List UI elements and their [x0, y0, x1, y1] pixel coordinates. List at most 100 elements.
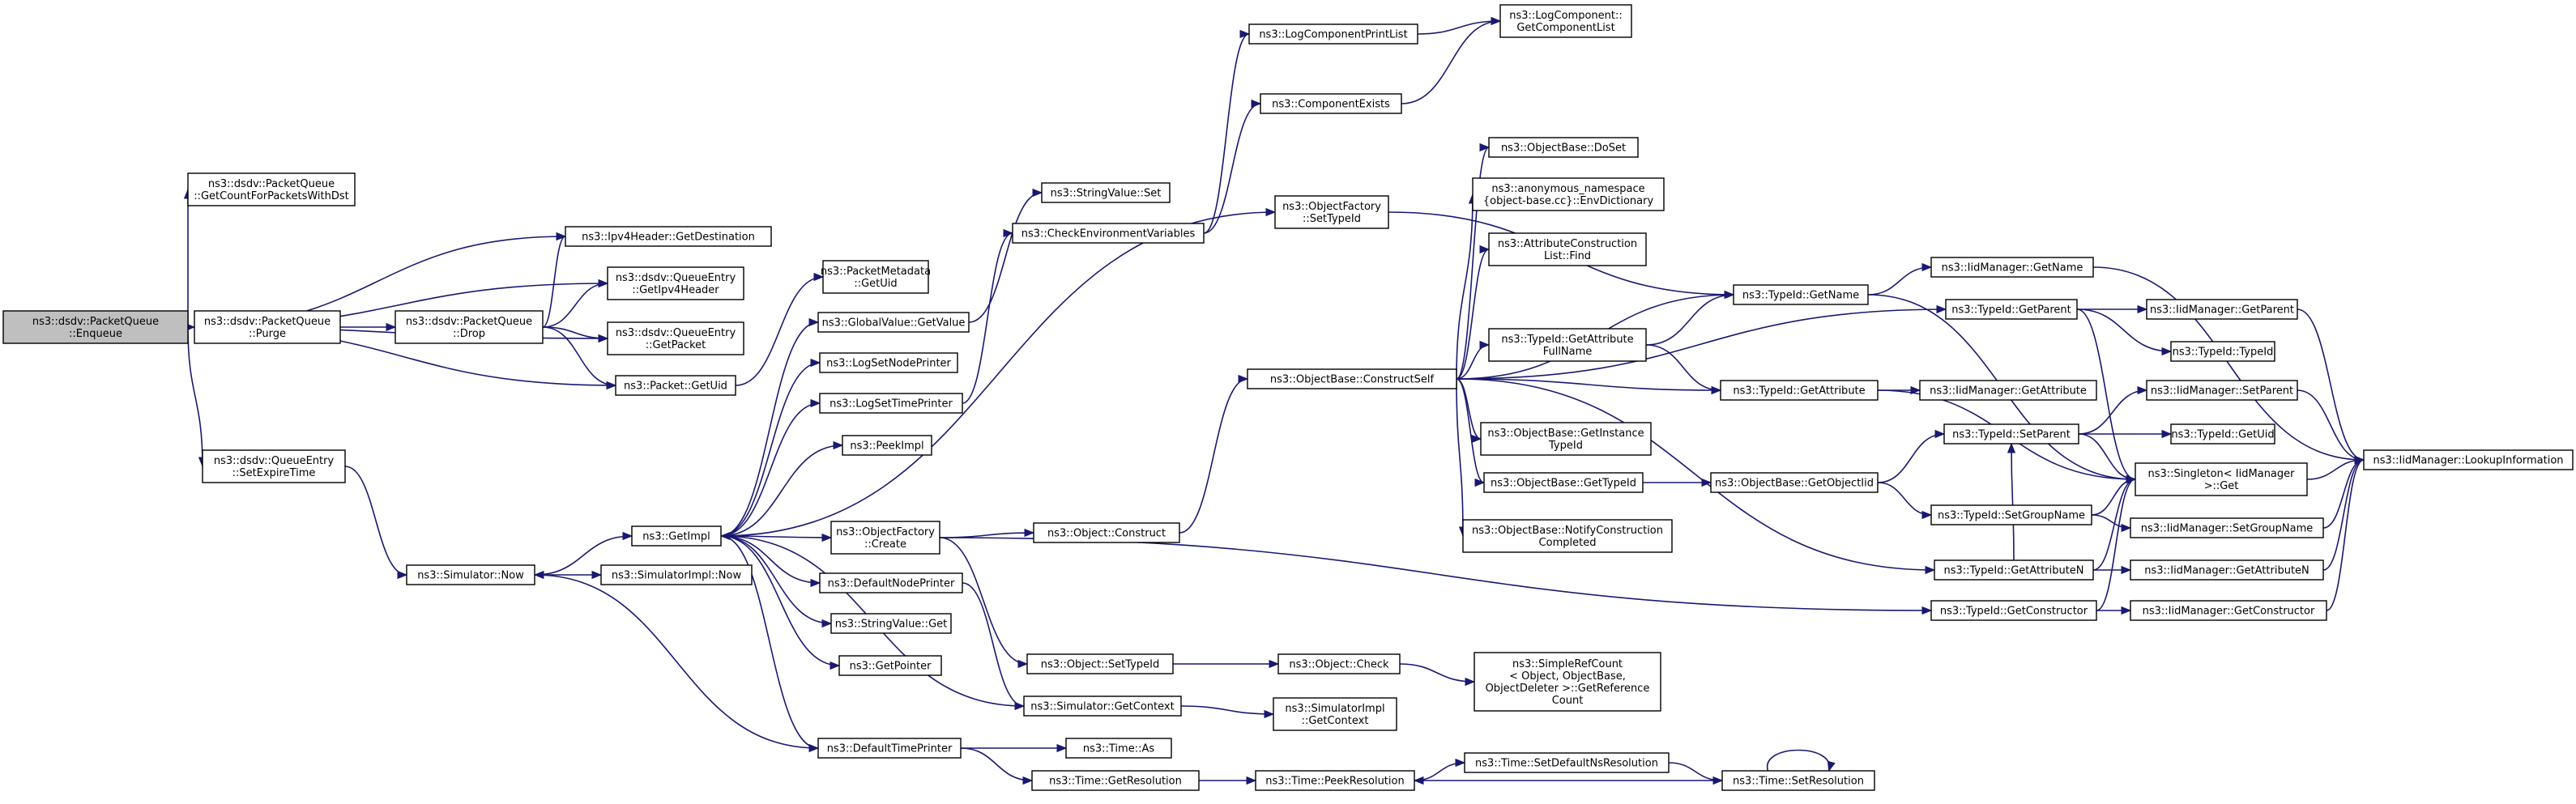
- node-logtime[interactable]: ns3::LogSetTimePrinter: [819, 393, 963, 414]
- node-simnow[interactable]: ns3::Simulator::Now: [406, 564, 535, 585]
- node-box: [1733, 284, 1869, 305]
- node-iidsetgroup[interactable]: ns3::IidManager::SetGroupName: [2130, 517, 2324, 538]
- node-objcheck[interactable]: ns3::Object::Check: [1277, 653, 1401, 674]
- node-label-line: ns3::IidManager::GetParent: [2150, 304, 2294, 317]
- edge-line: [1399, 663, 1476, 687]
- node-getuid_pkt[interactable]: ns3::Packet::GetUid: [615, 375, 736, 396]
- node-notifyconst[interactable]: ns3::ObjectBase::NotifyConstructionCompl…: [1462, 519, 1673, 553]
- node-ofsettid[interactable]: ns3::ObjectFactory::SetTypeId: [1274, 195, 1389, 229]
- node-svget[interactable]: ns3::StringValue::Get: [830, 613, 952, 634]
- node-getipv4[interactable]: ns3::dsdv::QueueEntry::GetIpv4Header: [607, 266, 744, 300]
- node-label-line: ns3::dsdv::QueueEntry: [616, 272, 736, 284]
- edge-line: [720, 358, 821, 537]
- node-ipv4dest[interactable]: ns3::Ipv4Header::GetDestination: [565, 226, 772, 247]
- node-simimplctx[interactable]: ns3::SimulatorImpl::GetContext: [1273, 697, 1397, 731]
- node-setdefns[interactable]: ns3::Time::SetDefaultNsResolution: [1464, 752, 1670, 773]
- node-tidgetname[interactable]: ns3::TypeId::GetName: [1733, 284, 1869, 305]
- node-timepeekres[interactable]: ns3::Time::PeekResolution: [1255, 770, 1415, 791]
- node-getpointer[interactable]: ns3::GetPointer: [838, 655, 942, 676]
- node-singleton[interactable]: ns3::Singleton< IidManager >::Get: [2135, 462, 2308, 496]
- node-tidgetattr[interactable]: ns3::TypeId::GetAttribute: [1720, 380, 1879, 401]
- node-deftimep[interactable]: ns3::DefaultTimePrinter: [817, 738, 962, 759]
- node-label-line: ::GetUid: [854, 278, 897, 290]
- node-gvgetvalue[interactable]: ns3::GlobalValue::GetValue: [817, 312, 970, 333]
- node-box: [1488, 328, 1647, 362]
- node-getobjtid[interactable]: ns3::ObjectBase::GetObjectIid: [1710, 472, 1879, 493]
- node-constructself[interactable]: ns3::ObjectBase::ConstructSelf: [1247, 368, 1457, 389]
- node-svset[interactable]: ns3::StringValue::Set: [1041, 182, 1171, 203]
- node-purge[interactable]: ns3::dsdv::PacketQueue::Purge: [194, 310, 341, 344]
- node-tidsetparent[interactable]: ns3::TypeId::SetParent: [1943, 423, 2079, 445]
- node-label-line: ::SetExpireTime: [232, 467, 316, 479]
- node-tidgetattrn[interactable]: ns3::TypeId::GetAttributeN: [1934, 559, 2094, 581]
- node-getimpl[interactable]: ns3::GetImpl: [631, 525, 722, 547]
- node-setres[interactable]: ns3::Time::SetResolution: [1721, 770, 1875, 791]
- node-tidgetuid[interactable]: ns3::TypeId::GetUid: [2170, 423, 2275, 445]
- node-label-line: ns3::LogSetNodePrinter: [826, 358, 951, 370]
- edge-deftimep-to-timegetres: [960, 747, 1034, 785]
- node-iidgetctor[interactable]: ns3::IidManager::GetConstructor: [2130, 600, 2327, 621]
- node-compexists[interactable]: ns3::ComponentExists: [1260, 93, 1402, 114]
- node-lognode[interactable]: ns3::LogSetNodePrinter: [819, 352, 958, 373]
- node-objconstruct[interactable]: ns3::Object::Construct: [1033, 522, 1180, 543]
- node-iidgetattrn[interactable]: ns3::IidManager::GetAttributeN: [2130, 559, 2324, 581]
- node-box: [1480, 422, 1652, 456]
- node-box: [2, 310, 189, 344]
- node-box: [1247, 368, 1457, 389]
- node-doset[interactable]: ns3::ObjectBase::DoSet: [1488, 137, 1639, 158]
- node-simplerc[interactable]: ns3::SimpleRefCount< Object, ObjectBase,…: [1474, 652, 1661, 712]
- node-obgettid[interactable]: ns3::ObjectBase::GetTypeId: [1483, 472, 1644, 493]
- node-label-line: ns3::LogSetTimePrinter: [830, 398, 953, 411]
- node-label-line: ns3::ObjectFactory: [836, 526, 935, 538]
- node-label-line: ns3::dsdv::QueueEntry: [616, 327, 736, 339]
- node-lcpl[interactable]: ns3::LogComponentPrintList: [1248, 23, 1418, 45]
- node-simgetctx[interactable]: ns3::Simulator::GetContext: [1023, 696, 1182, 717]
- node-pktmeta[interactable]: ns3::PacketMetadata::GetUid: [821, 260, 931, 294]
- node-box: [202, 449, 346, 483]
- edge-line: [1456, 304, 1947, 380]
- node-tidsetgroup[interactable]: ns3::TypeId::SetGroupName: [1930, 504, 2092, 525]
- node-getcount[interactable]: ns3::dsdv::PacketQueue::GetCountForPacke…: [187, 172, 356, 206]
- node-lookup[interactable]: ns3::IidManager::LookupInformation: [2363, 449, 2574, 470]
- edge-objconstruct-to-constructself: [1179, 374, 1249, 534]
- edge-line: [533, 570, 819, 749]
- node-iidgetattr[interactable]: ns3::IidManager::GetAttribute: [1919, 380, 2097, 401]
- edge-constructself-to-getinsttid: [1456, 378, 1482, 444]
- node-getpacket[interactable]: ns3::dsdv::QueueEntry::GetPacket: [607, 321, 744, 355]
- node-label-line: ns3::TypeId::SetGroupName: [1938, 510, 2085, 522]
- edge-line: [720, 317, 820, 537]
- node-timegetres[interactable]: ns3::Time::GetResolution: [1031, 770, 1200, 791]
- node-simimplnow[interactable]: ns3::SimulatorImpl::Now: [600, 564, 753, 585]
- node-tidtypeid[interactable]: ns3::TypeId::TypeId: [2170, 341, 2275, 362]
- node-tidgetctor[interactable]: ns3::TypeId::GetConstructor: [1930, 600, 2097, 621]
- node-label-line: ns3::ObjectBase::GetTypeId: [1491, 478, 1636, 490]
- edge-line: [968, 188, 1043, 323]
- node-ofcreate[interactable]: ns3::ObjectFactory::Create: [830, 521, 940, 555]
- node-box: [1031, 770, 1200, 791]
- node-iidsetparent[interactable]: ns3::IidManager::SetParent: [2146, 380, 2298, 401]
- node-peekimpl[interactable]: ns3::PeekImpl: [842, 435, 932, 456]
- edge-line: [1414, 758, 1466, 781]
- node-enqueue[interactable]: ns3::dsdv::PacketQueue::Enqueue: [2, 310, 189, 344]
- node-timeas[interactable]: ns3::Time::As: [1065, 738, 1172, 759]
- edge-line: [2007, 442, 2016, 561]
- node-getcomplist[interactable]: ns3::LogComponent::GetComponentList: [1499, 4, 1632, 38]
- node-objsettid[interactable]: ns3::Object::SetTypeId: [1026, 653, 1174, 674]
- node-iidgetparent[interactable]: ns3::IidManager::GetParent: [2146, 299, 2298, 320]
- node-iidgetname[interactable]: ns3::IidManager::GetName: [1930, 257, 2094, 278]
- node-setexpire[interactable]: ns3::dsdv::QueueEntry::SetExpireTime: [202, 449, 346, 483]
- edge-line: [2306, 455, 2365, 480]
- edge-line: [1456, 245, 1491, 380]
- node-label-line: ::SetTypeId: [1303, 213, 1361, 225]
- edge-iidsetparent-to-lookup: [2297, 389, 2365, 465]
- node-label-line: ::GetCountForPacketsWithDst: [194, 190, 349, 202]
- node-box: [1943, 423, 2079, 445]
- node-checkenv[interactable]: ns3::CheckEnvironmentVariables: [1012, 223, 1205, 244]
- node-envdict[interactable]: ns3::anonymous_namespace{object-base.cc}…: [1472, 177, 1665, 211]
- node-drop[interactable]: ns3::dsdv::PacketQueue::Drop: [395, 310, 544, 344]
- node-tidgetparent[interactable]: ns3::TypeId::GetParent: [1945, 299, 2078, 320]
- node-defnodep[interactable]: ns3::DefaultNodePrinter: [819, 572, 963, 593]
